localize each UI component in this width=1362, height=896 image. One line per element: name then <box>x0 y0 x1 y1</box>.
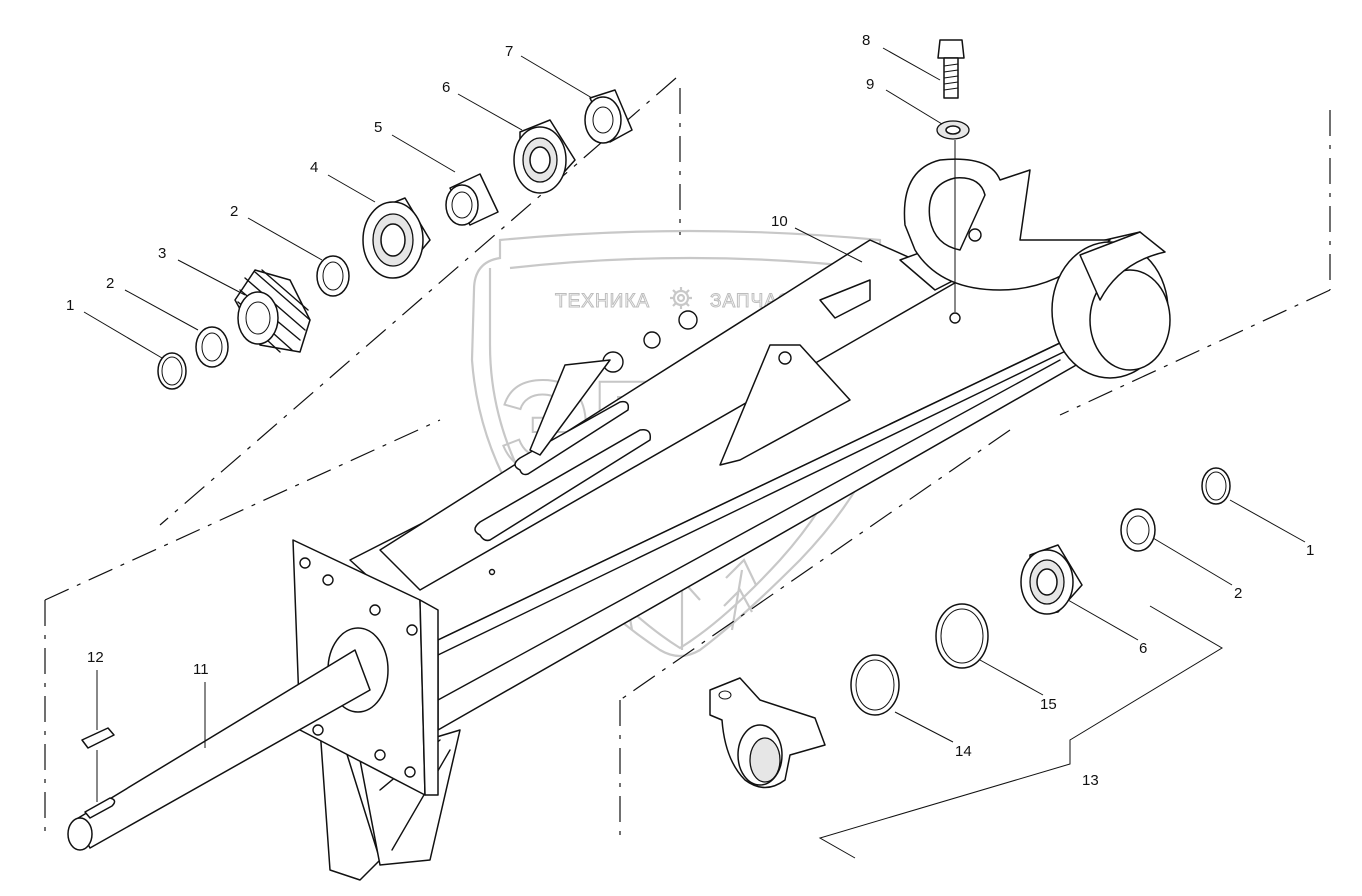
upper-exploded-parts <box>157 39 970 390</box>
callout-6-upper: 6 <box>442 79 450 96</box>
callout-5: 5 <box>374 119 382 136</box>
callout-9: 9 <box>866 76 874 93</box>
callout-8: 8 <box>862 32 870 49</box>
main-frame-beam <box>349 140 1171 731</box>
callout-labels: 1 2 3 2 4 5 6 7 8 9 10 11 12 1 2 6 15 14… <box>66 32 1314 789</box>
leader-lines <box>83 47 1306 859</box>
callout-1-lower: 1 <box>1306 542 1314 559</box>
callout-12: 12 <box>87 649 104 666</box>
callout-11: 11 <box>193 661 209 678</box>
watermark-shield <box>470 229 898 658</box>
callout-7: 7 <box>505 43 513 60</box>
drive-shaft <box>67 649 371 851</box>
callout-1-upper: 1 <box>66 297 74 314</box>
center-lines <box>44 77 1331 840</box>
callout-15: 15 <box>1040 696 1057 713</box>
gear-icon <box>670 287 692 309</box>
callout-2-upper-a: 2 <box>106 275 114 292</box>
callout-6-lower: 6 <box>1139 640 1147 657</box>
callout-4: 4 <box>310 159 318 176</box>
callout-3: 3 <box>158 245 166 262</box>
callout-2-lower: 2 <box>1234 585 1242 602</box>
callout-2-upper-b: 2 <box>230 203 238 220</box>
lower-exploded-parts <box>709 467 1231 789</box>
callout-13: 13 <box>1082 772 1099 789</box>
callout-14: 14 <box>955 743 972 760</box>
callout-10: 10 <box>771 213 788 230</box>
watermark-left-word: ТЕХНИКА <box>555 291 650 312</box>
